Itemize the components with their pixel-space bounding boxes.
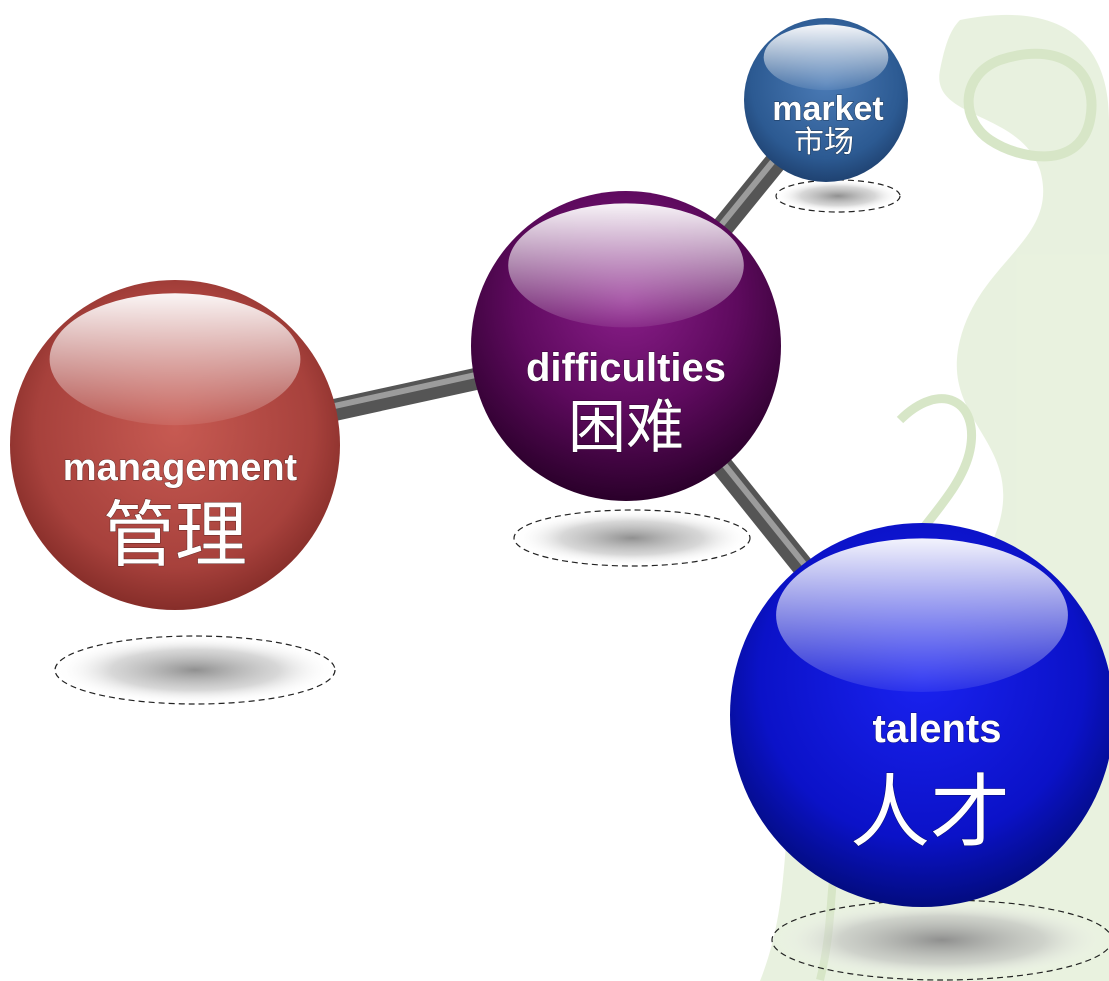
difficulties-shadow xyxy=(514,510,750,566)
market-gloss xyxy=(763,24,889,91)
management-label-en: management xyxy=(63,447,298,489)
management-shadow xyxy=(55,636,335,704)
difficulties-label-en: difficulties xyxy=(526,346,726,390)
market-label-zh: 市场 xyxy=(794,125,854,160)
market-shadow xyxy=(776,180,900,212)
management-shadow-outline xyxy=(54,635,336,705)
market-label-en: market xyxy=(772,90,884,128)
difficulties-gloss xyxy=(508,203,744,328)
market-shadow-outline xyxy=(775,179,901,213)
talents-label-en: talents xyxy=(873,707,1002,751)
talents-label-zh: 人才 xyxy=(850,766,1010,859)
difficulties-label-zh: 困难 xyxy=(568,393,684,461)
management-label-zh: 管理 xyxy=(103,493,247,577)
difficulties-shadow-outline xyxy=(513,509,751,567)
talents-shadow xyxy=(772,900,1109,980)
talents-gloss xyxy=(776,538,1068,692)
management-gloss xyxy=(49,293,301,426)
